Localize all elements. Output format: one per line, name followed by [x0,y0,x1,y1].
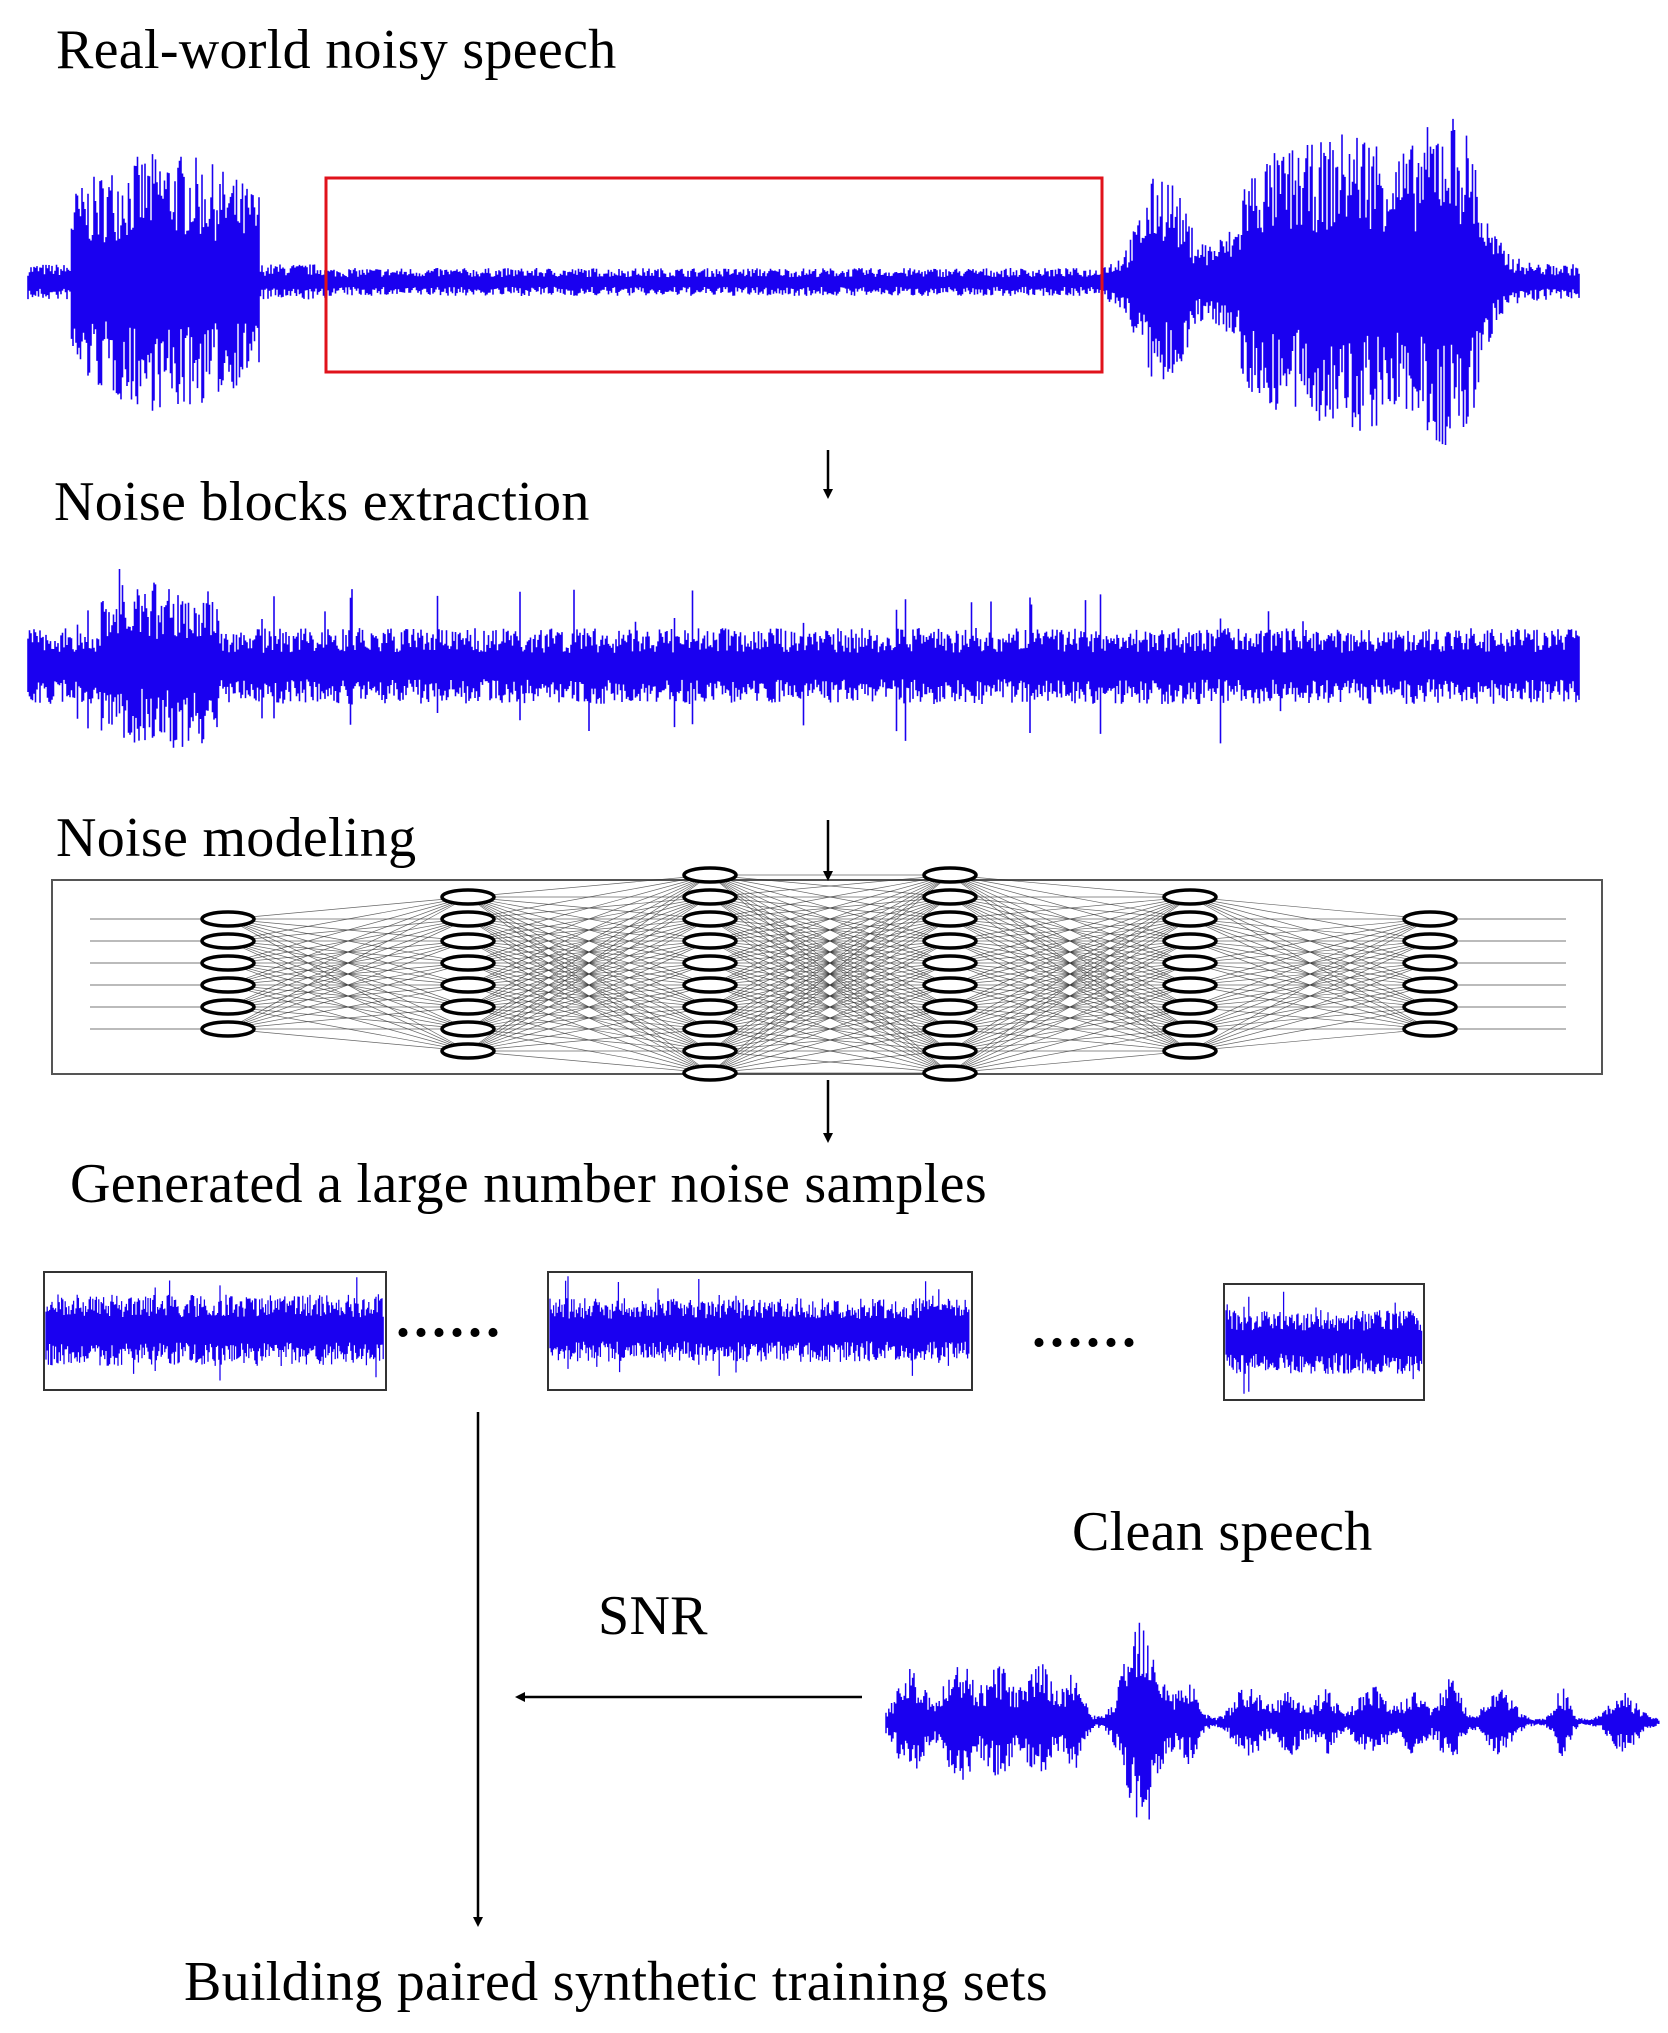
network-node [200,1020,256,1038]
network-node [1402,998,1458,1016]
noise-sample-waveform-1 [45,1277,384,1381]
network-node [1162,1042,1218,1060]
noise-segment-highlight [324,176,1104,374]
network-node [922,888,978,906]
network-node [922,1042,978,1060]
network-node [1162,954,1218,972]
network-node [200,932,256,950]
noise-block-waveform [27,569,1580,748]
label-building-training-sets: Building paired synthetic training sets [184,1951,1049,2013]
network-node [440,976,496,994]
network-node [440,888,496,906]
network-node [682,998,738,1016]
noise-sample-waveform-2 [549,1276,970,1376]
label-real-world-noisy-speech: Real-world noisy speech [56,19,617,81]
network-node [1402,910,1458,928]
network-node [682,954,738,972]
label-noise-blocks-extraction: Noise blocks extraction [54,471,590,533]
network-node [922,910,978,928]
network-node [1162,976,1218,994]
network-node [682,1020,738,1038]
network-node [200,976,256,994]
network-node [922,866,978,884]
network-node [1402,954,1458,972]
network-node [200,998,256,1016]
network-node [922,1064,978,1082]
label-clean-speech: Clean speech [1072,1501,1373,1563]
network-node [682,1064,738,1082]
network-node [1162,910,1218,928]
network-node [1162,1020,1218,1038]
network-node [922,998,978,1016]
label-snr: SNR [598,1585,708,1647]
network-node [922,1020,978,1038]
network-node [440,998,496,1016]
network-node [682,888,738,906]
network-node [440,1042,496,1060]
network-node [1402,932,1458,950]
noisy-speech-waveform [27,118,1580,445]
network-node [922,954,978,972]
network-node [922,976,978,994]
network-node [1402,976,1458,994]
network-node [922,932,978,950]
network-node [1162,998,1218,1016]
neural-network-graphic [90,866,1566,1082]
network-node [1162,932,1218,950]
network-node [200,954,256,972]
noise-sample-waveform-3 [1225,1291,1423,1394]
network-node [440,954,496,972]
network-node [682,910,738,928]
network-node [200,910,256,928]
network-node [440,910,496,928]
network-node [682,1042,738,1060]
network-node [682,976,738,994]
network-node [440,932,496,950]
network-node [682,866,738,884]
network-node [682,932,738,950]
label-generated-noise-samples: Generated a large number noise samples [70,1153,987,1215]
label-noise-modeling: Noise modeling [56,807,417,869]
ellipsis-2: ...... [1032,1297,1140,1359]
clean-speech-waveform [885,1622,1660,1820]
network-node [1162,888,1218,906]
network-node [440,1020,496,1038]
network-node [1402,1020,1458,1038]
ellipsis-1: ...... [396,1287,504,1349]
